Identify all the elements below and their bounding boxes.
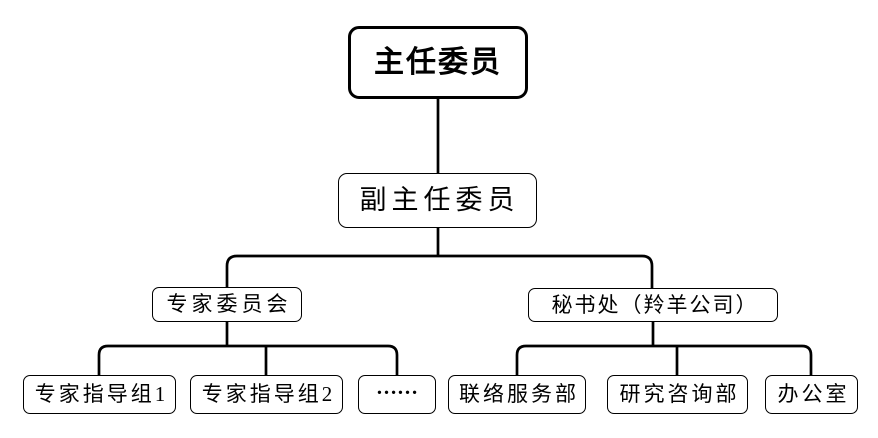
org-node-research-consulting-dept-label: 研究咨询部 xyxy=(619,382,740,406)
org-node-expert-committee-label: 专家委员会 xyxy=(166,292,292,316)
org-node-expert-group-1-label: 专家指导组1 xyxy=(34,382,169,406)
org-node-liaison-service-dept: 联络服务部 xyxy=(448,375,586,414)
org-node-liaison-service-dept-label: 联络服务部 xyxy=(459,382,579,406)
connector-level4-left-rail xyxy=(97,344,399,375)
org-node-secretariat-label: 秘书处（羚羊公司） xyxy=(551,292,759,317)
org-node-director-label: 主任委员 xyxy=(374,45,502,79)
org-node-office: 办公室 xyxy=(765,375,858,414)
org-node-expert-group-2: 专家指导组2 xyxy=(190,375,343,414)
org-node-expert-group-ellipsis-label: …… xyxy=(376,375,418,399)
org-node-deputy-director: 副主任委员 xyxy=(338,173,537,228)
org-node-director: 主任委员 xyxy=(348,26,528,99)
org-node-expert-group-2-label: 专家指导组2 xyxy=(201,382,336,406)
org-node-expert-group-1: 专家指导组1 xyxy=(23,375,176,414)
org-node-research-consulting-dept: 研究咨询部 xyxy=(607,375,748,414)
org-node-expert-group-ellipsis: …… xyxy=(358,375,436,414)
connector-level3-rail xyxy=(225,254,654,289)
connector-level4-right-rail xyxy=(515,344,813,375)
org-node-deputy-director-label: 副主任委员 xyxy=(359,185,520,215)
org-node-expert-committee: 专家委员会 xyxy=(152,287,302,322)
org-node-office-label: 办公室 xyxy=(777,382,850,406)
org-node-secretariat: 秘书处（羚羊公司） xyxy=(528,288,778,322)
